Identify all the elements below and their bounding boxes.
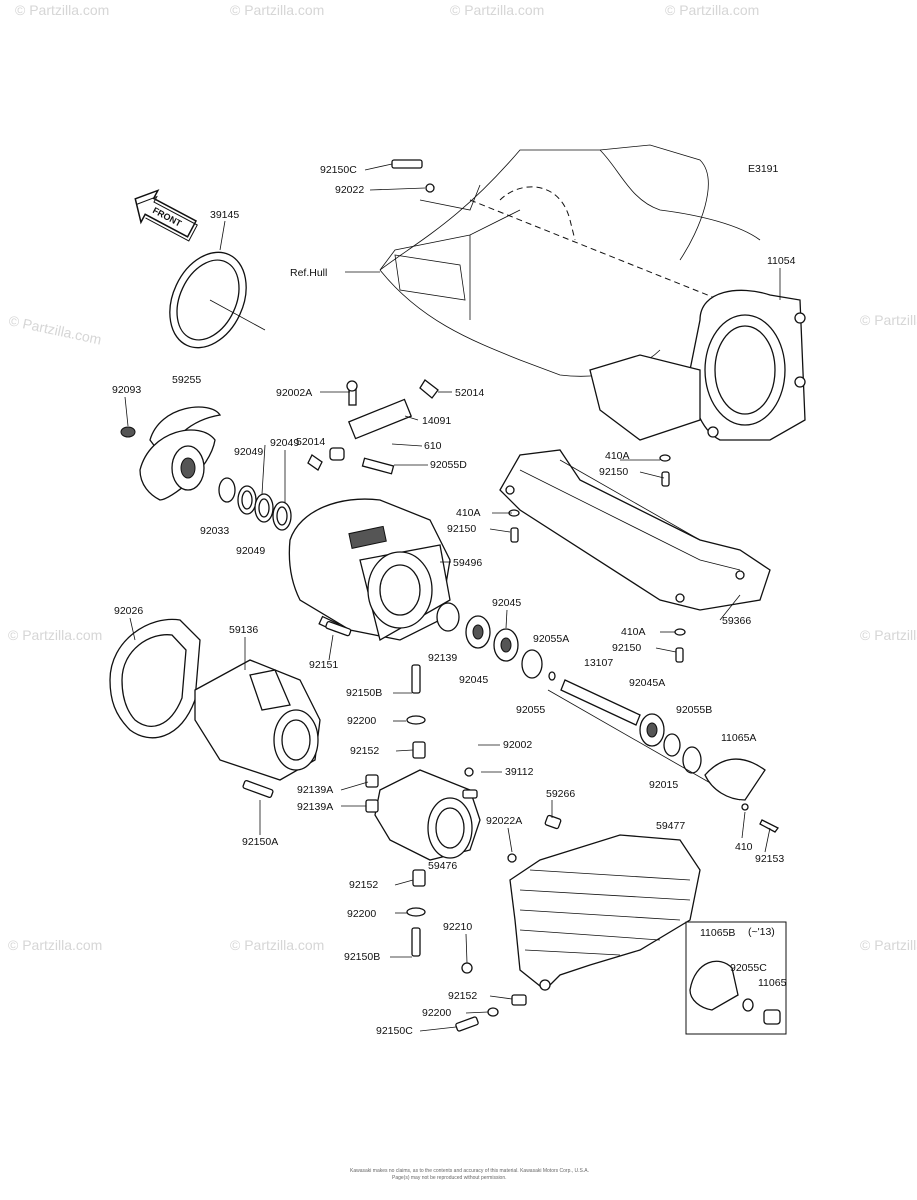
part-label: 92152 (448, 990, 477, 1002)
part-label: 13107 (584, 657, 613, 669)
part-label: 59477 (656, 820, 685, 832)
part-label: 92139A (297, 784, 333, 796)
part-label: 92150 (447, 523, 476, 535)
part-label: 92150A (242, 836, 278, 848)
inset-box: (~'13) (685, 921, 787, 1035)
part-labels: 92150C 92022 39145 11054 92093 59255 920… (112, 164, 796, 1037)
bolts (242, 159, 686, 1032)
inset-note: (~'13) (748, 926, 775, 938)
shaft-13107 (547, 679, 741, 801)
part-label: 92055D (430, 459, 467, 471)
part-label: 92139A (297, 801, 333, 813)
cap-11065A (704, 758, 779, 833)
watermarks: © Partzilla.com © Partzilla.com © Partzi… (7, 2, 917, 953)
footer-line2: Page(s) may not be reproduced without pe… (392, 1175, 507, 1181)
part-label: 92150C (376, 1025, 413, 1037)
part-label: 92200 (347, 715, 376, 727)
watermark: © Partzilla.com (450, 2, 544, 18)
part-label: 59136 (229, 624, 258, 636)
part-label: 11054 (767, 255, 796, 267)
part-label: 92045A (629, 677, 665, 689)
part-label: 92045 (459, 674, 488, 686)
leader-lines (124, 163, 781, 1032)
part-label: 92151 (309, 659, 338, 671)
fitting-14091 (307, 379, 439, 475)
part-label: 39145 (210, 209, 239, 221)
part-label: 14091 (422, 415, 451, 427)
part-label: 92152 (349, 879, 378, 891)
part-label: 92049 (236, 545, 265, 557)
part-label: 59255 (172, 374, 201, 386)
part-label: 92210 (443, 921, 472, 933)
watermark: © Partzilla.com (7, 312, 103, 347)
part-label: 92152 (350, 745, 379, 757)
watermark: © Partzilla.com (860, 627, 917, 643)
part-label: 92150C (320, 164, 357, 176)
part-label: 52014 (455, 387, 484, 399)
part-label: 92049 (270, 437, 299, 449)
part-label: 92055B (676, 704, 712, 716)
part-label: 92139 (428, 652, 457, 664)
ring-39145 (169, 251, 266, 349)
part-label: 11065A (721, 732, 756, 744)
watermark: © Partzilla.com (8, 937, 102, 953)
watermark: © Partzilla.com (8, 627, 102, 643)
part-label: 11065 (758, 977, 787, 989)
part-label: 92055 (516, 704, 545, 716)
frame-59366 (499, 449, 771, 611)
part-label: 59266 (546, 788, 575, 800)
part-label: 92015 (649, 779, 678, 791)
part-label: 92150 (599, 466, 628, 478)
part-label: 92150 (612, 642, 641, 654)
part-label: 92055C (730, 962, 767, 974)
part-label: 410 (735, 841, 753, 853)
watermark: © Partzilla.com (860, 312, 917, 328)
watermark: © Partzilla.com (860, 937, 917, 953)
part-label: 59476 (428, 860, 457, 872)
part-label: 92022A (486, 815, 522, 827)
part-label: 92153 (755, 853, 784, 865)
nozzle-59136 (194, 659, 321, 781)
part-label: 92049 (234, 446, 263, 458)
front-arrow: FRONT (134, 189, 198, 242)
part-label: 610 (424, 440, 442, 452)
watermark: © Partzilla.com (230, 2, 324, 18)
cover-59477 (509, 834, 701, 991)
part-label: 92055A (533, 633, 569, 645)
watermark: © Partzilla.com (665, 2, 759, 18)
part-label: 92002 (503, 739, 532, 751)
footer-line1: Kawasaki makes no claims, as to the cont… (350, 1168, 589, 1174)
gasket-92026 (109, 618, 201, 739)
part-label: 92093 (112, 384, 141, 396)
part-label: 59366 (722, 615, 751, 627)
part-label: 92200 (347, 908, 376, 920)
seals (218, 477, 292, 531)
ref-hull-label: Ref.Hull (290, 267, 327, 279)
watermark: © Partzilla.com (15, 2, 109, 18)
part-label: 410A (621, 626, 646, 638)
part-label: 92150B (346, 687, 382, 699)
diagram-code: E3191 (748, 163, 779, 175)
part-label: 92026 (114, 605, 143, 617)
watermark: © Partzilla.com (230, 937, 324, 953)
part-label: 92022 (335, 184, 364, 196)
pump-59496 (288, 498, 451, 641)
part-label: 92150B (344, 951, 380, 963)
part-label: 39112 (505, 766, 534, 778)
part-label: 59496 (453, 557, 482, 569)
part-label: 11065B (700, 927, 735, 939)
part-label: 92033 (200, 525, 229, 537)
part-label: 410A (456, 507, 481, 519)
bearings (436, 602, 556, 681)
part-label: 52014 (296, 436, 325, 448)
housing-11054 (589, 289, 806, 441)
part-label: 410A (605, 450, 630, 462)
impeller-59255 (139, 406, 222, 501)
part-label: 92045 (492, 597, 521, 609)
part-label: 92002A (276, 387, 312, 399)
steering-nozzle-59476 (365, 741, 481, 887)
part-label: 92200 (422, 1007, 451, 1019)
